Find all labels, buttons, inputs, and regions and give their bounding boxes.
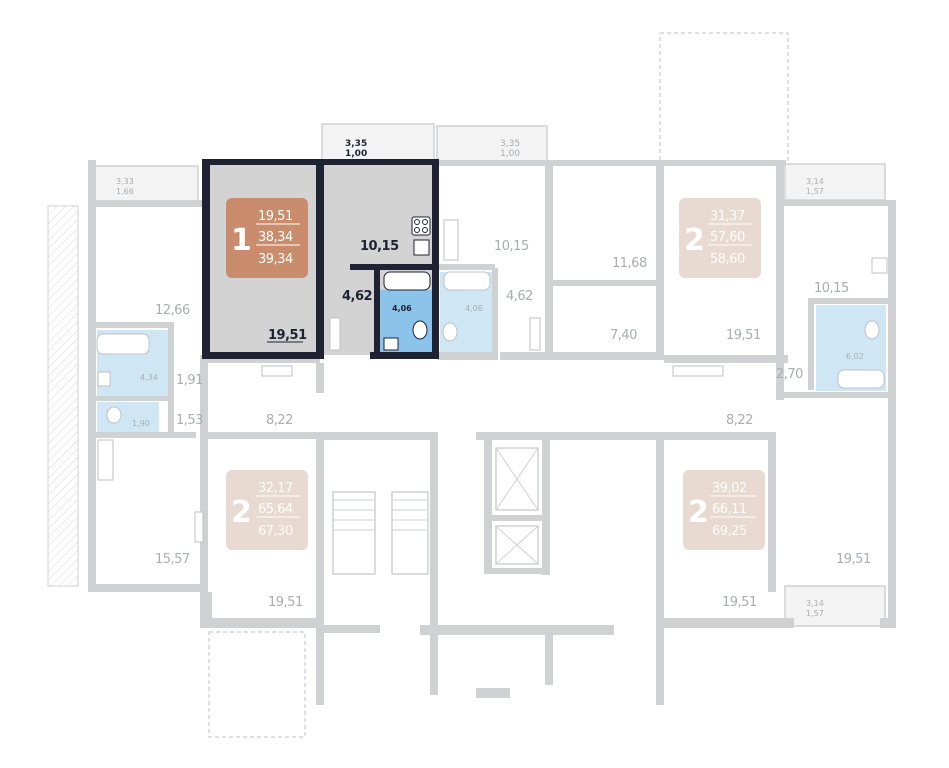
room-area-mid-hall: 4,62 bbox=[506, 289, 533, 304]
room-area-left-kitchen: 15,57 bbox=[155, 552, 190, 567]
badge-apt4: 2 39,02 66,11 69,25 bbox=[683, 470, 765, 550]
balcony-right-bottom-area: 3,14 bbox=[806, 599, 824, 608]
badge-apt1-living: 19,51 bbox=[258, 209, 293, 224]
balcony-mid bbox=[436, 125, 548, 165]
room-area-right-kitchen: 10,15 bbox=[814, 281, 849, 296]
balcony-right-bottom-coef: 1,57 bbox=[806, 609, 824, 618]
room-area-right-room-mid: 19,51 bbox=[836, 552, 871, 567]
badge-apt3-living: 31,37 bbox=[710, 209, 745, 224]
balcony-hl-area: 3,35 bbox=[345, 139, 367, 149]
room-area-apt3-room-a: 11,68 bbox=[612, 256, 647, 271]
badge-apt1-total-balcony: 39,34 bbox=[258, 252, 293, 267]
room-area-left-corr2: 1,53 bbox=[176, 413, 203, 428]
room-area-left-room-bottom: 19,51 bbox=[268, 595, 303, 610]
balcony-right-top bbox=[784, 163, 886, 201]
room-area-mid-bath: 4,06 bbox=[465, 304, 483, 313]
room-area-apt3-hall: 7,40 bbox=[610, 328, 637, 343]
badge-apt4-living: 39,02 bbox=[712, 481, 747, 496]
balcony-right-bottom bbox=[784, 585, 886, 627]
room-area-right-room-bottom: 19,51 bbox=[722, 595, 757, 610]
room-area-mid-kitchen: 10,15 bbox=[494, 239, 529, 254]
room-area-right-bath: 6,02 bbox=[846, 352, 864, 361]
badge-apt3: 2 31,37 57,60 58,60 bbox=[679, 198, 761, 278]
terrace-outline-bottom bbox=[208, 631, 306, 738]
room-area-hl-room: 19,51 bbox=[268, 328, 307, 343]
terrace-outline-top bbox=[659, 32, 789, 162]
room-area-hl-hall: 4,62 bbox=[342, 289, 372, 304]
elevator-shafts bbox=[495, 447, 539, 565]
badge-apt1-total: 38,34 bbox=[258, 230, 293, 245]
room-area-left-bath: 4,34 bbox=[140, 373, 158, 382]
badge-apt2-total-balcony: 67,30 bbox=[258, 524, 293, 539]
balcony-mid-area: 3,35 bbox=[500, 139, 520, 149]
balcony-mid-coef: 1,00 bbox=[500, 149, 520, 159]
balcony-hl-coef: 1,00 bbox=[345, 149, 367, 159]
balcony-right-top-area: 3,14 bbox=[806, 177, 824, 186]
badge-apt4-total: 66,11 bbox=[712, 502, 747, 517]
badge-apt2-rooms: 2 bbox=[231, 495, 252, 530]
room-area-right-corr: 2,70 bbox=[776, 367, 803, 382]
room-area-apt3-room-b: 19,51 bbox=[726, 328, 761, 343]
balcony-right-top-coef: 1,57 bbox=[806, 187, 824, 196]
room-area-right-hall: 8,22 bbox=[726, 413, 753, 428]
room-area-hl-kitchen: 10,15 bbox=[360, 239, 399, 254]
highlighted-apartment-walls bbox=[202, 159, 439, 359]
room-area-left-hall: 8,22 bbox=[266, 413, 293, 428]
badge-apt2: 2 32,17 65,64 67,30 bbox=[226, 470, 308, 550]
badge-apt1-rooms: 1 bbox=[231, 223, 252, 258]
badge-apt3-rooms: 2 bbox=[684, 223, 705, 258]
balcony-highlight bbox=[321, 123, 435, 165]
balcony-left-area: 3,33 bbox=[116, 177, 134, 186]
badge-apt1: 1 19,51 38,34 39,34 bbox=[226, 198, 308, 278]
fixtures bbox=[96, 216, 888, 543]
badge-apt2-total: 65,64 bbox=[258, 502, 293, 517]
room-area-left-room-top: 12,66 bbox=[155, 303, 190, 318]
room-area-hl-bath: 4,06 bbox=[392, 304, 412, 313]
room-area-left-corr: 1,91 bbox=[176, 373, 203, 388]
loggia-left bbox=[47, 205, 79, 587]
badge-apt2-living: 32,17 bbox=[258, 481, 293, 496]
badge-apt3-total: 57,60 bbox=[710, 230, 745, 245]
badge-apt4-total-balcony: 69,25 bbox=[712, 524, 747, 539]
balcony-left-coef: 1,66 bbox=[116, 187, 134, 196]
stair-core bbox=[332, 491, 429, 575]
room-area-left-wc: 1,90 bbox=[132, 419, 150, 428]
badge-apt3-total-balcony: 58,60 bbox=[710, 252, 745, 267]
badge-apt4-rooms: 2 bbox=[688, 495, 709, 530]
balcony-left bbox=[91, 165, 199, 205]
